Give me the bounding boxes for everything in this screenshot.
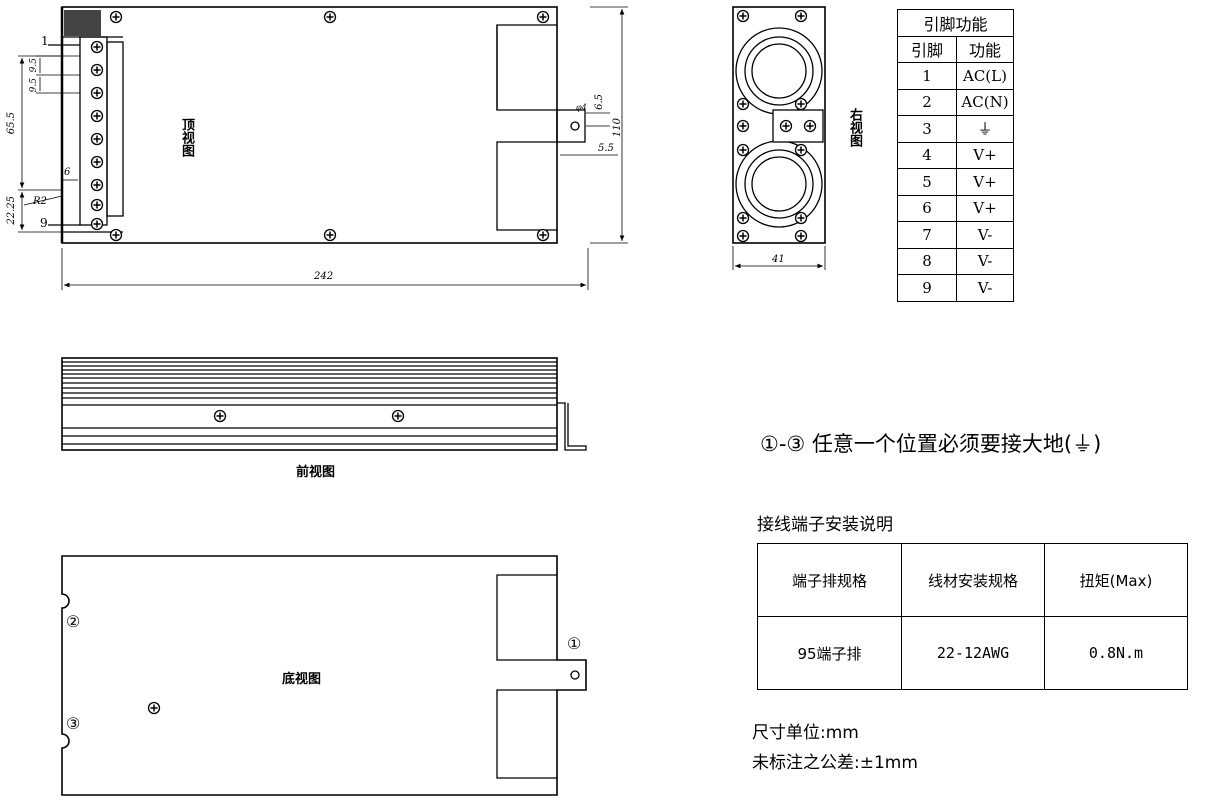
top-view-screws — [90, 10, 550, 242]
pin-function: AC(N) — [956, 88, 1014, 116]
pin-function: V- — [956, 221, 1014, 249]
bottom-view-screw — [147, 701, 161, 715]
ground-note: ①-③ 任意一个位置必须要接大地(⏚) — [760, 432, 1102, 456]
top-view-label: 顶视图 — [179, 118, 194, 157]
bottom-mark-1: ① — [567, 634, 582, 653]
table-row: 95端子排 22-12AWG 0.8N.m — [757, 616, 1188, 690]
bottom-view-label: 底视图 — [282, 672, 322, 687]
pin-number: 4 — [897, 141, 957, 169]
pin-number: 8 — [897, 247, 957, 275]
dim-height: 110 — [612, 118, 623, 138]
table-row: 3⏚ — [897, 115, 1014, 143]
pin-function: V+ — [956, 194, 1014, 222]
dim-radius: R2 — [33, 196, 47, 207]
units-note: 尺寸单位:mm — [752, 723, 859, 743]
pin-function: V+ — [956, 141, 1014, 169]
pin-function: V- — [956, 247, 1014, 275]
pin-number: 9 — [897, 274, 957, 302]
terminal-spec-table: 端子排规格 线材安装规格 扭矩(Max) 95端子排 22-12AWG 0.8N… — [757, 543, 1188, 690]
pin-number: 5 — [897, 168, 957, 196]
front-view-label: 前视图 — [296, 465, 336, 480]
dim-hole: φ4 — [576, 103, 587, 112]
term-value-wire: 22-12AWG — [901, 616, 1045, 690]
term-value-block: 95端子排 — [757, 616, 902, 690]
term-value-torque: 0.8N.m — [1044, 616, 1188, 690]
pin-function: V- — [956, 274, 1014, 302]
pin-number: 2 — [897, 88, 957, 116]
front-view — [61, 357, 587, 451]
bottom-mark-3: ③ — [66, 714, 81, 733]
bottom-view — [61, 555, 587, 796]
term-header-block: 端子排规格 — [757, 543, 902, 617]
dim-offset: 22.25 — [6, 196, 17, 225]
top-view — [60, 6, 586, 244]
dim-width: 242 — [314, 271, 334, 282]
right-view-dimension — [732, 246, 826, 270]
top-view-dimensions — [18, 6, 628, 290]
dim-span: 65.5 — [6, 112, 17, 135]
term-header-torque: 扭矩(Max) — [1044, 543, 1188, 617]
pin-number: 6 — [897, 194, 957, 222]
terminal-label-first: 1 — [41, 34, 49, 48]
right-view-label: 右视图 — [847, 108, 862, 147]
dim-slot: 6 — [64, 167, 71, 178]
pin-number: 1 — [897, 62, 957, 90]
pin-function: V+ — [956, 168, 1014, 196]
func-col-header: 功能 — [956, 35, 1014, 63]
dim-depth: 41 — [772, 254, 785, 265]
pin-table-title: 引脚功能 — [897, 9, 1014, 37]
table-row: 端子排规格 线材安装规格 扭矩(Max) — [757, 543, 1188, 617]
terminal-section-title: 接线端子安装说明 — [757, 515, 893, 535]
bottom-mark-2: ② — [66, 612, 81, 631]
top-terminal-leads — [48, 44, 80, 226]
front-view-screws — [213, 409, 405, 423]
term-header-wire: 线材安装规格 — [901, 543, 1045, 617]
pin-number: 3 — [897, 115, 957, 143]
tolerance-note: 未标注之公差:±1mm — [752, 753, 918, 773]
terminal-label-last: 9 — [40, 216, 48, 230]
dim-pitch-a: 9.5 — [29, 58, 39, 73]
dim-tab-width: 5.5 — [598, 143, 614, 154]
pin-function: AC(L) — [956, 62, 1014, 90]
pin-number: 7 — [897, 221, 957, 249]
ground-symbol-icon: ⏚ — [956, 115, 1014, 143]
dim-tab-height: 6.5 — [594, 94, 605, 110]
pin-col-header: 引脚 — [897, 35, 957, 63]
dim-pitch-b: 9.5 — [29, 78, 39, 93]
